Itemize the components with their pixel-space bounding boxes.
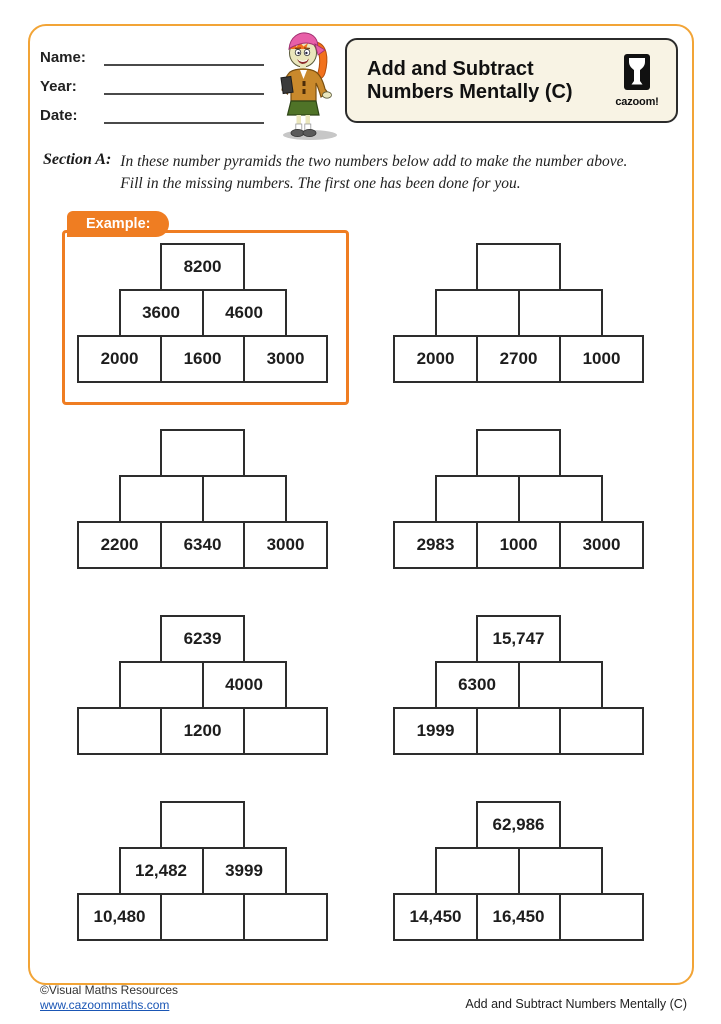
pyramid-cell: 3999 bbox=[201, 847, 287, 895]
example-highlight-box: Example: bbox=[62, 211, 349, 405]
instruction-line-1: In these number pyramids the two numbers… bbox=[120, 153, 628, 170]
pyramid-cell: 6340 bbox=[160, 521, 245, 569]
pyramid-cell-blank bbox=[243, 893, 328, 941]
pyramid-6: 15,747 6300 1999 bbox=[393, 615, 644, 755]
page-border-frame bbox=[28, 24, 694, 985]
date-input-line bbox=[104, 104, 264, 124]
year-field-row: Year: bbox=[40, 73, 264, 95]
pyramid-cell-blank bbox=[476, 243, 561, 291]
pyramid-cell: 3000 bbox=[243, 335, 328, 383]
pyramid-cell: 1000 bbox=[476, 521, 561, 569]
pyramid-5: 6239 4000 1200 bbox=[77, 615, 328, 755]
example-tab-label: Example: bbox=[67, 211, 170, 237]
website-link[interactable]: www.cazoommaths.com bbox=[40, 998, 170, 1012]
pyramid-cell-blank bbox=[160, 429, 245, 477]
pyramid-cell-blank bbox=[201, 475, 287, 523]
pyramid-cell-blank bbox=[476, 707, 561, 755]
date-field-row: Date: bbox=[40, 102, 264, 124]
pyramid-cell: 6239 bbox=[160, 615, 245, 663]
pyramid-cell-blank bbox=[517, 289, 603, 337]
instruction-line-2: Fill in the missing numbers. The first o… bbox=[120, 175, 521, 193]
footer-worksheet-title: Add and Subtract Numbers Mentally (C) bbox=[465, 997, 687, 1011]
pyramid-cell: 12,482 bbox=[118, 847, 204, 895]
pyramid-cell-blank bbox=[160, 801, 245, 849]
pyramid-cell-blank bbox=[434, 475, 520, 523]
mascot-girl-illustration bbox=[280, 32, 337, 140]
pyramid-cell: 1000 bbox=[559, 335, 644, 383]
pyramid-4: 2983 1000 3000 bbox=[393, 429, 644, 569]
pyramid-cell-blank bbox=[559, 707, 644, 755]
pyramid-cell: 16,450 bbox=[476, 893, 561, 941]
section-a-instructions: Section A: In these number pyramids the … bbox=[43, 151, 693, 196]
date-label: Date: bbox=[40, 107, 78, 124]
copyright-text: ©Visual Maths Resources bbox=[40, 983, 179, 997]
drum-icon bbox=[624, 53, 650, 90]
pyramid-cell-blank bbox=[517, 847, 603, 895]
pyramid-cell: 15,747 bbox=[476, 615, 561, 663]
pyramid-cell: 2700 bbox=[476, 335, 561, 383]
name-field-row: Name: bbox=[40, 44, 264, 66]
pyramid-cell-blank bbox=[559, 893, 644, 941]
pyramid-cell: 14,450 bbox=[393, 893, 478, 941]
pyramid-7: 12,482 3999 10,480 bbox=[77, 801, 328, 941]
pyramid-cell: 2000 bbox=[393, 335, 478, 383]
section-a-label: Section A: bbox=[43, 151, 112, 168]
pyramid-cell-blank bbox=[118, 475, 204, 523]
pyramid-8: 62,986 14,450 16,450 bbox=[393, 801, 644, 941]
worksheet-title-line2: Numbers Mentally (C) bbox=[367, 80, 573, 103]
pyramid-cell-blank bbox=[434, 289, 520, 337]
pyramid-cell: 1600 bbox=[160, 335, 245, 383]
section-a-text: In these number pyramids the two numbers… bbox=[120, 151, 627, 196]
pyramid-cell-blank bbox=[160, 893, 245, 941]
pyramid-cell: 2000 bbox=[77, 335, 162, 383]
name-label: Name: bbox=[40, 49, 86, 66]
pyramid-cell-blank bbox=[517, 661, 603, 709]
pyramid-1-example: 8200 3600 4600 2000 1600 3000 bbox=[77, 243, 328, 383]
name-input-line bbox=[104, 46, 264, 66]
pyramid-cell-blank bbox=[118, 661, 204, 709]
pyramid-cell-blank bbox=[77, 707, 162, 755]
pyramid-cell-blank bbox=[517, 475, 603, 523]
worksheet-title-box: Add and Subtract Numbers Mentally (C) ca… bbox=[345, 38, 678, 123]
pyramid-cell: 1999 bbox=[393, 707, 478, 755]
footer-left: ©Visual Maths Resources www.cazoommaths.… bbox=[40, 983, 178, 1013]
worksheet-title-line1: Add and Subtract bbox=[367, 57, 534, 80]
pyramid-cell-blank bbox=[434, 847, 520, 895]
pyramid-cell: 10,480 bbox=[77, 893, 162, 941]
pyramid-cell: 2200 bbox=[77, 521, 162, 569]
pyramid-cell: 3600 bbox=[118, 289, 204, 337]
pyramid-2: 2000 2700 1000 bbox=[393, 243, 644, 383]
pyramid-cell-blank bbox=[243, 707, 328, 755]
cazoom-logo-text: cazoom! bbox=[615, 95, 659, 108]
pyramid-3: 2200 6340 3000 bbox=[77, 429, 328, 569]
pyramid-cell: 3000 bbox=[243, 521, 328, 569]
pyramid-cell: 62,986 bbox=[476, 801, 561, 849]
pyramid-cell: 8200 bbox=[160, 243, 245, 291]
year-label: Year: bbox=[40, 78, 77, 95]
year-input-line bbox=[104, 75, 264, 95]
pyramid-cell: 3000 bbox=[559, 521, 644, 569]
pyramid-cell-blank bbox=[476, 429, 561, 477]
worksheet-title: Add and Subtract Numbers Mentally (C) bbox=[367, 58, 610, 104]
pyramid-cell: 1200 bbox=[160, 707, 245, 755]
pyramid-cell: 4600 bbox=[201, 289, 287, 337]
pyramid-cell: 2983 bbox=[393, 521, 478, 569]
pyramid-cell: 4000 bbox=[201, 661, 287, 709]
pyramid-cell: 6300 bbox=[434, 661, 520, 709]
cazoom-logo: cazoom! bbox=[610, 53, 664, 108]
